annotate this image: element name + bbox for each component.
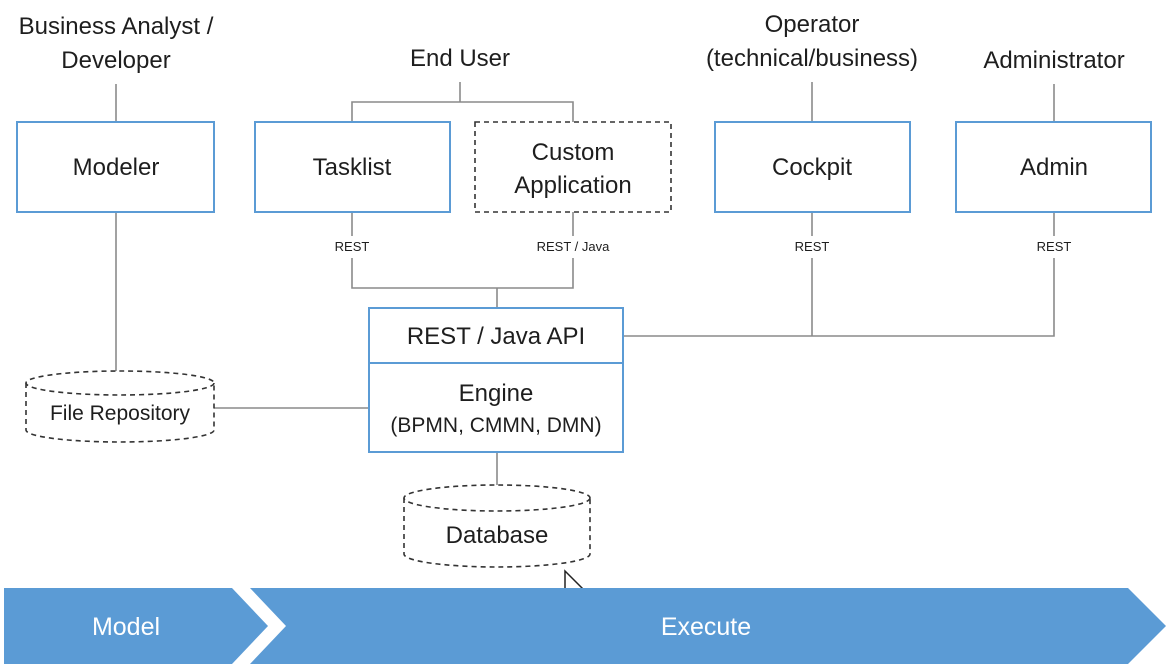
custom-application-box: Custom Application xyxy=(474,121,672,213)
execute-phase-arrow xyxy=(250,588,1166,664)
tasklist-label: Tasklist xyxy=(313,154,392,181)
role-operator-line1: Operator xyxy=(765,11,860,38)
admin-label: Admin xyxy=(1020,154,1088,181)
role-business-analyst-line1: Business Analyst / xyxy=(19,13,214,40)
role-business-analyst-line2: Developer xyxy=(61,47,170,74)
role-headings: Business Analyst / Developer End User Op… xyxy=(19,11,1125,74)
custom-app-protocol-label: REST / Java xyxy=(537,239,611,254)
api-engine-stack: REST / Java API Engine (BPMN, CMMN, DMN) xyxy=(368,307,624,453)
database-label: Database xyxy=(446,522,549,549)
model-phase-arrow xyxy=(4,588,268,664)
cockpit-box: Cockpit xyxy=(714,121,911,213)
custom-application-label-line2: Application xyxy=(514,172,631,199)
tasklist-protocol-label: REST xyxy=(335,239,370,254)
modeler-label: Modeler xyxy=(73,154,160,181)
cockpit-label: Cockpit xyxy=(772,154,852,181)
model-phase-label: Model xyxy=(92,613,160,641)
file-repository-cylinder: File Repository xyxy=(25,370,215,443)
cockpit-admin-to-api-line xyxy=(624,258,1055,337)
api-label: REST / Java API xyxy=(407,323,585,350)
protocol-labels: REST REST / Java REST REST xyxy=(335,239,1072,254)
phase-band: Model Execute xyxy=(4,588,1166,664)
cockpit-protocol-label: REST xyxy=(795,239,830,254)
role-administrator: Administrator xyxy=(983,47,1124,74)
clients-to-api-line xyxy=(351,258,574,289)
custom-application-label-line1: Custom xyxy=(532,139,615,166)
engine-label: Engine xyxy=(459,380,534,407)
admin-box: Admin xyxy=(955,121,1152,213)
admin-protocol-label: REST xyxy=(1037,239,1072,254)
engine-standards-label: (BPMN, CMMN, DMN) xyxy=(390,414,601,437)
tasklist-box: Tasklist xyxy=(254,121,451,213)
file-repository-label: File Repository xyxy=(50,402,191,425)
role-end-user: End User xyxy=(410,45,510,72)
database-cylinder: Database xyxy=(403,484,591,568)
connector-lines xyxy=(115,82,1055,488)
execute-phase-label: Execute xyxy=(661,613,751,641)
role-operator-line2: (technical/business) xyxy=(706,45,918,72)
modeler-box: Modeler xyxy=(16,121,215,213)
enduser-branch-line xyxy=(351,101,574,122)
